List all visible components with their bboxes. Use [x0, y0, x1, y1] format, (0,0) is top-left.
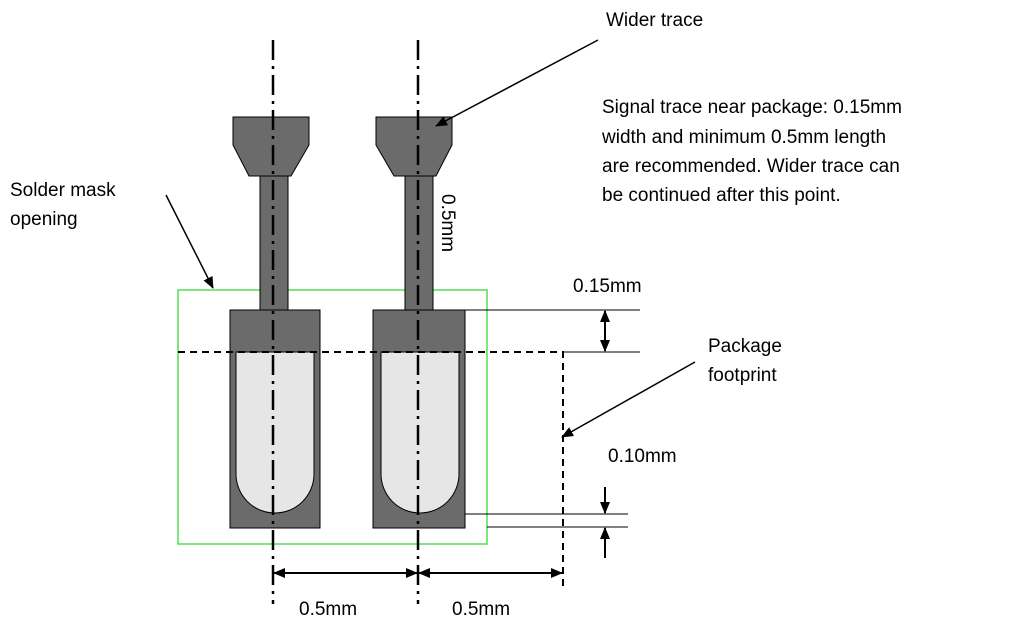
right-pad-opening	[380, 351, 460, 514]
solder-mask-label-line-2: opening	[10, 209, 78, 230]
solder-mask-opening-outline	[177, 289, 488, 545]
left-pad-opening	[235, 351, 315, 514]
signal-trace-note-line-4: be continued after this point.	[602, 185, 841, 206]
left-pad	[229, 116, 321, 529]
right-wide-trace	[375, 116, 453, 177]
solder-mask-leader-arrow	[165, 194, 214, 289]
signal-trace-note-line-1: Signal trace near package: 0.15mm	[602, 97, 902, 118]
dim-pitch-left-label: 0.5mm	[299, 599, 357, 620]
solder-mask-label-line-1: Solder mask	[10, 180, 116, 201]
package-footprint-leader-arrow	[561, 361, 696, 438]
signal-trace-note-line-2: width and minimum 0.5mm length	[601, 127, 886, 148]
dim-0-15-label: 0.15mm	[573, 276, 642, 297]
wider-trace-label: Wider trace	[606, 10, 703, 31]
package-footprint-label-line-1: Package	[708, 336, 782, 357]
dim-0-10-label: 0.10mm	[608, 446, 677, 467]
trace-length-dimension-label: 0.5mm	[437, 194, 458, 252]
package-footprint-label-line-2: footprint	[708, 365, 777, 386]
signal-trace-note-line-3: are recommended. Wider trace can	[602, 156, 900, 177]
dim-pitch-right-label: 0.5mm	[452, 599, 510, 620]
left-wide-trace	[232, 116, 310, 177]
wider-trace-leader-arrow	[435, 39, 599, 127]
